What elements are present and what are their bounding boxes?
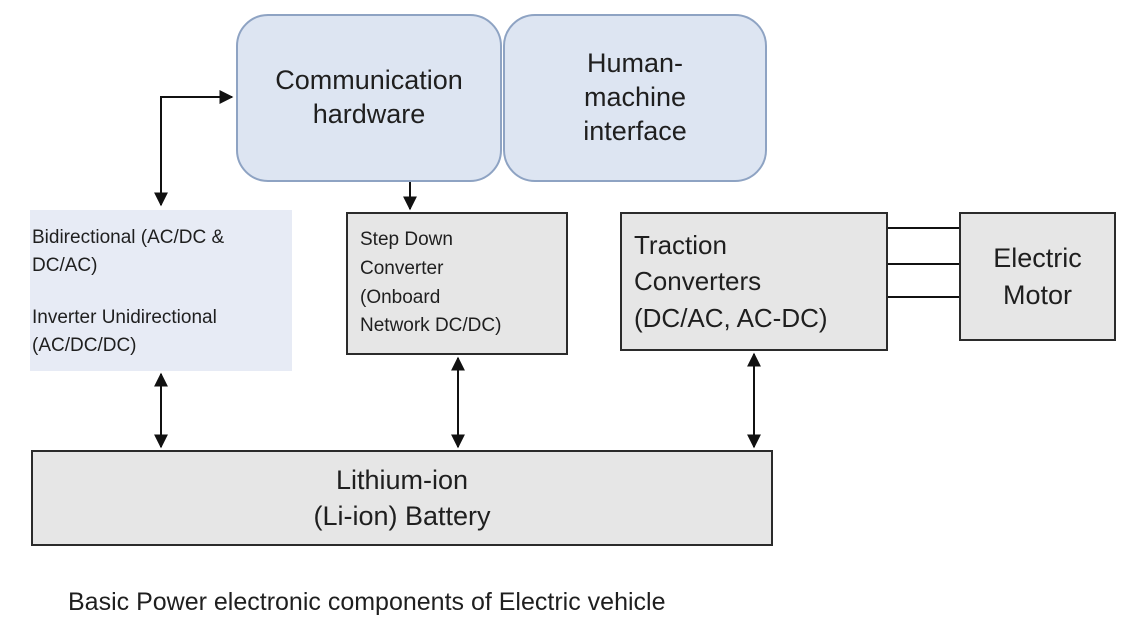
hmi-line-3: interface <box>583 115 687 146</box>
battery-line-1: Lithium-ion <box>335 464 469 495</box>
communication-hardware-block: Communication hardware <box>236 14 502 182</box>
bidirectional-converter-block: Bidirectional (AC/DC & DC/AC) <box>30 210 292 293</box>
traction-converters-block: Traction Converters (DC/AC, AC-DC) <box>620 212 888 351</box>
comm-to-bidirectional-arrow <box>154 90 234 207</box>
communication-hardware-line-1: Communication <box>275 65 463 96</box>
electric-motor-block: Electric Motor <box>959 212 1116 341</box>
inverter-line-1: Inverter Unidirectional <box>32 307 217 329</box>
step-down-converter-block: Step Down Converter (Onboard Network DC/… <box>346 212 568 355</box>
traction-line-1: Traction <box>634 229 727 260</box>
motor-line-1: Electric <box>993 243 1082 274</box>
step-down-line-4: Network DC/DC) <box>360 315 502 337</box>
inverter-line-2: (AC/DC/DC) <box>32 335 137 356</box>
step-down-line-2: Converter <box>360 257 444 279</box>
traction-line-3: (DC/AC, AC-DC) <box>634 302 828 333</box>
figure-caption: Basic Power electronic components of Ele… <box>68 588 666 616</box>
battery-block: Lithium-ion (Li-ion) Battery <box>31 450 773 546</box>
step-down-line-3: (Onboard <box>360 286 441 308</box>
hmi-line-2: machine <box>583 82 687 113</box>
hmi-line-1: Human- <box>586 48 684 79</box>
inverter-unidirectional-block: Inverter Unidirectional (AC/DC/DC) <box>30 293 292 371</box>
human-machine-interface-block: Human- machine interface <box>503 14 767 182</box>
bidirectional-line-1: Bidirectional (AC/DC & <box>32 226 225 248</box>
battery-line-2: (Li-ion) Battery <box>313 501 491 531</box>
communication-hardware-line-2: hardware <box>312 99 426 129</box>
bidirectional-line-2: DC/AC) <box>32 254 98 276</box>
motor-line-2: Motor <box>1002 279 1073 310</box>
traction-line-2: Converters <box>634 266 762 297</box>
step-down-line-1: Step Down <box>360 228 453 250</box>
